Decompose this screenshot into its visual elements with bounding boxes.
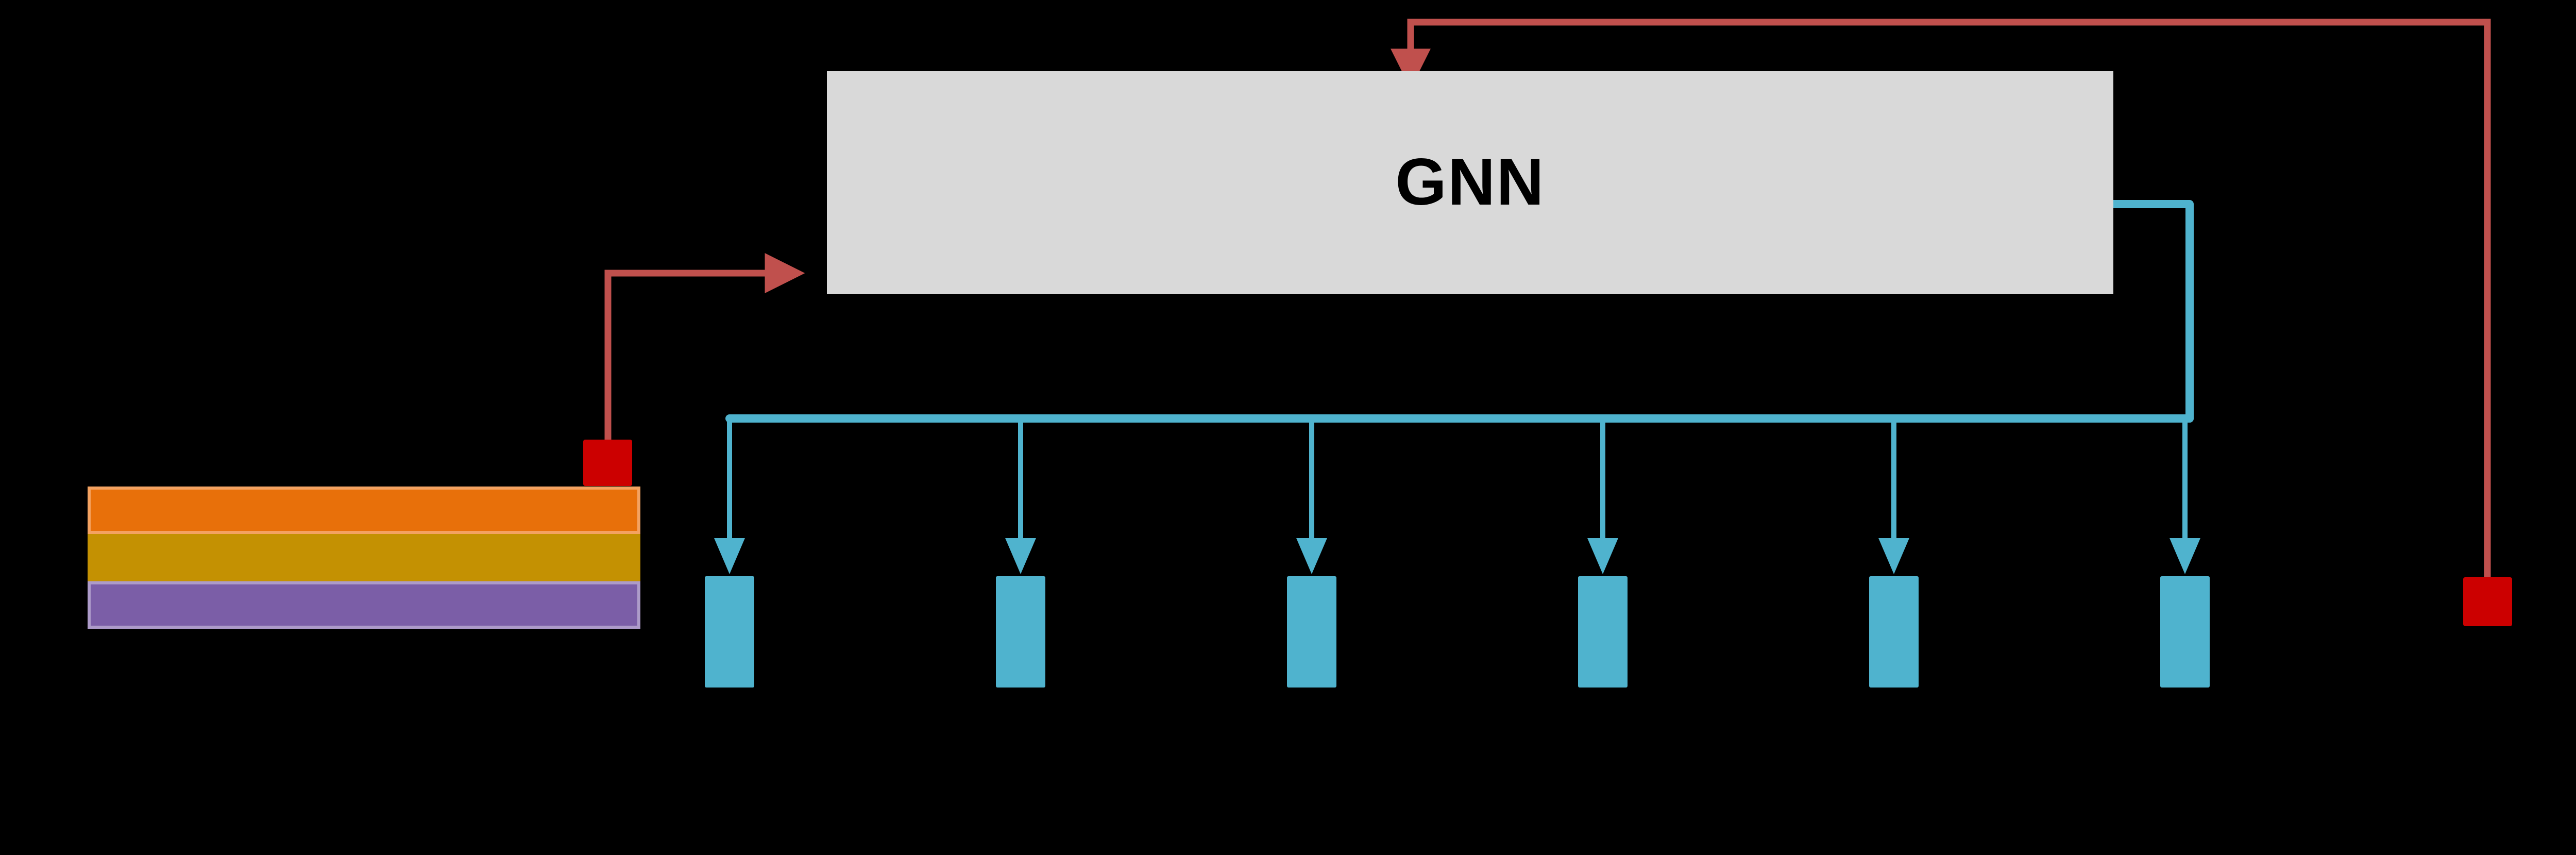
wire-bus-drops bbox=[714, 418, 2200, 574]
gnn-processor-box[interactable]: GNN bbox=[827, 71, 2113, 294]
red-square-output-marker[interactable] bbox=[2463, 577, 2512, 626]
cyan-token-6[interactable] bbox=[2160, 576, 2210, 688]
wire-input-to-gnn bbox=[604, 253, 805, 440]
cyan-token-4[interactable] bbox=[1578, 576, 1628, 688]
cyan-token-5[interactable] bbox=[1869, 576, 1919, 688]
stack-band-purple bbox=[88, 581, 640, 629]
stack-band-gold bbox=[88, 534, 640, 581]
red-square-input-marker[interactable] bbox=[583, 440, 632, 486]
layered-feature-stack[interactable] bbox=[88, 487, 640, 629]
cyan-token-2[interactable] bbox=[996, 576, 1045, 688]
cyan-token-3[interactable] bbox=[1287, 576, 1336, 688]
stack-band-orange bbox=[88, 487, 640, 534]
gnn-label: GNN bbox=[1395, 145, 1545, 219]
cyan-token-1[interactable] bbox=[705, 576, 754, 688]
